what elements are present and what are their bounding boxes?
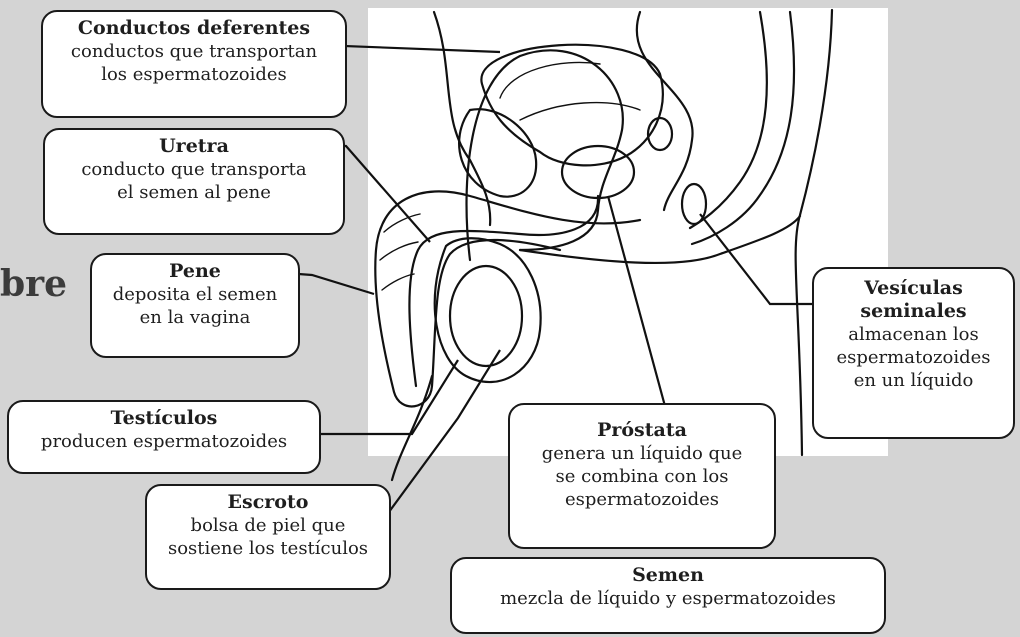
label-desc-line: los espermatozoides [51,63,337,86]
label-desc-line: deposita el semen [100,283,290,306]
label-title: Vesículas seminales [822,277,1005,323]
label-title: Pene [100,260,290,283]
label-desc-line: en la vagina [100,306,290,329]
colon-outline [637,12,693,210]
label-desc-line: espermatozoides [822,346,1005,369]
label-desc-line: el semen al pene [53,181,335,204]
label-escroto: Escroto bolsa de piel que sostiene los t… [145,484,391,590]
label-desc-line: mezcla de líquido y espermatozoides [460,587,876,610]
label-testiculos: Testículos producen espermatozoides [7,400,321,474]
label-desc-line: en un líquido [822,369,1005,392]
label-title: Testículos [17,407,311,430]
leader-prostata [608,196,672,432]
label-desc-line: almacenan los [822,323,1005,346]
label-desc-line: conducto que transporta [53,158,335,181]
label-desc-line: se combina con los [518,465,766,488]
label-desc-line: conductos que transportan [51,40,337,63]
label-desc-line: producen espermatozoides [17,430,311,453]
label-title: Escroto [155,491,381,514]
label-title: Semen [460,564,876,587]
spine-outline [690,12,767,228]
label-prostata: Próstata genera un líquido que se combin… [508,403,776,549]
prostate [562,146,634,198]
label-desc-line: sostiene los testículos [155,537,381,560]
label-desc-line: espermatozoides [518,488,766,511]
label-title: Uretra [53,135,335,158]
label-title: Próstata [518,419,766,442]
label-semen: Semen mezcla de líquido y espermatozoide… [450,557,886,634]
label-pene: Pene deposita el semen en la vagina [90,253,300,358]
label-conductos-deferentes: Conductos deferentes conductos que trans… [41,10,347,118]
testicle [450,266,522,366]
label-vesiculas-seminales: Vesículas seminales almacenan los esperm… [812,267,1015,439]
label-desc-line: bolsa de piel que [155,514,381,537]
label-desc-line: genera un líquido que [518,442,766,465]
label-uretra: Uretra conducto que transporta el semen … [43,128,345,235]
label-title: Conductos deferentes [51,17,337,40]
